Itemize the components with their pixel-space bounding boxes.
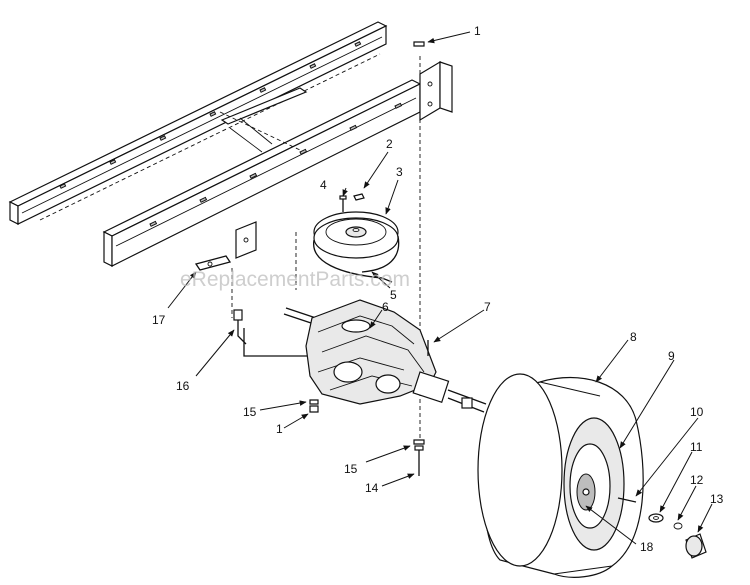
callout-3: 3 [396,165,403,179]
alignment-lines [231,56,421,440]
watermark-text: eReplacementParts.com [180,268,410,291]
control-rod [233,309,314,357]
frame-rail-upper [8,21,388,225]
callout-5: 5 [390,288,397,302]
callout-4: 4 [320,178,327,192]
wheel-key [617,497,637,503]
pulley-bolt [339,195,347,212]
retaining-ring [673,522,683,530]
side-plate [235,221,257,259]
transaxle [283,299,487,413]
wheel-hub-cap [685,533,707,559]
washer-and-nut-left [309,399,319,413]
callout-1-bottom: 1 [276,422,283,436]
callout-13: 13 [710,492,724,506]
callout-11: 11 [690,440,703,454]
callout-17: 17 [152,313,166,327]
callout-14: 14 [365,481,379,495]
callout-numbers: 1 2 3 4 5 6 7 8 9 10 11 12 13 14 15 15 1… [152,24,724,554]
drive-belt [313,235,400,283]
callout-7: 7 [484,300,491,314]
pulley [313,211,399,259]
callout-10: 10 [690,405,704,419]
callout-8: 8 [630,330,637,344]
top-bolt-1 [413,41,425,47]
pulley-nut [353,193,365,201]
callout-1-top: 1 [474,24,481,38]
wheel-rim [563,417,625,551]
callout-16: 16 [176,379,190,393]
callout-18: 18 [640,540,654,554]
callout-6: 6 [382,300,389,314]
callout-12: 12 [690,473,704,487]
callout-9: 9 [668,349,675,363]
cable-bracket [194,255,232,271]
leader-lines [167,31,713,545]
rear-mounting-bracket [419,60,453,122]
callout-15-left: 15 [243,405,257,419]
frame-cross-member [219,87,308,153]
bolt-and-washer-right [413,439,425,476]
wheel-washer [648,513,664,523]
callout-15-right: 15 [344,462,358,476]
callout-2: 2 [386,137,393,151]
